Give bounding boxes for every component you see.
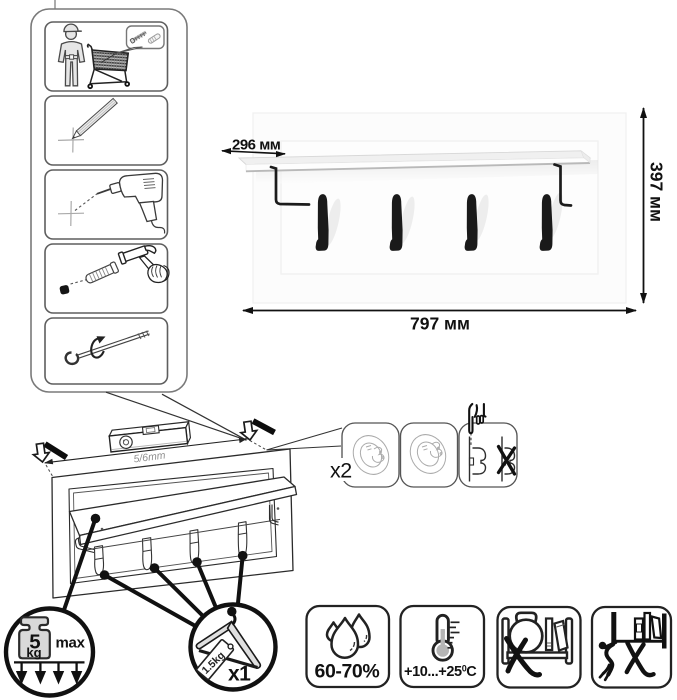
svg-text:797 мм: 797 мм: [410, 314, 470, 334]
svg-text:max: max: [56, 635, 86, 652]
svg-text:296 мм: 296 мм: [232, 137, 281, 154]
svg-text:+10...+250C: +10...+250C: [404, 664, 477, 681]
svg-text:kg: kg: [26, 645, 41, 660]
svg-text:x2: x2: [330, 459, 352, 483]
svg-text:397 мм: 397 мм: [647, 162, 667, 222]
svg-text:5/6mm: 5/6mm: [133, 449, 167, 465]
svg-text:5: 5: [29, 631, 40, 654]
svg-text:x1: x1: [228, 663, 251, 686]
svg-text:60-70%: 60-70%: [315, 661, 380, 683]
